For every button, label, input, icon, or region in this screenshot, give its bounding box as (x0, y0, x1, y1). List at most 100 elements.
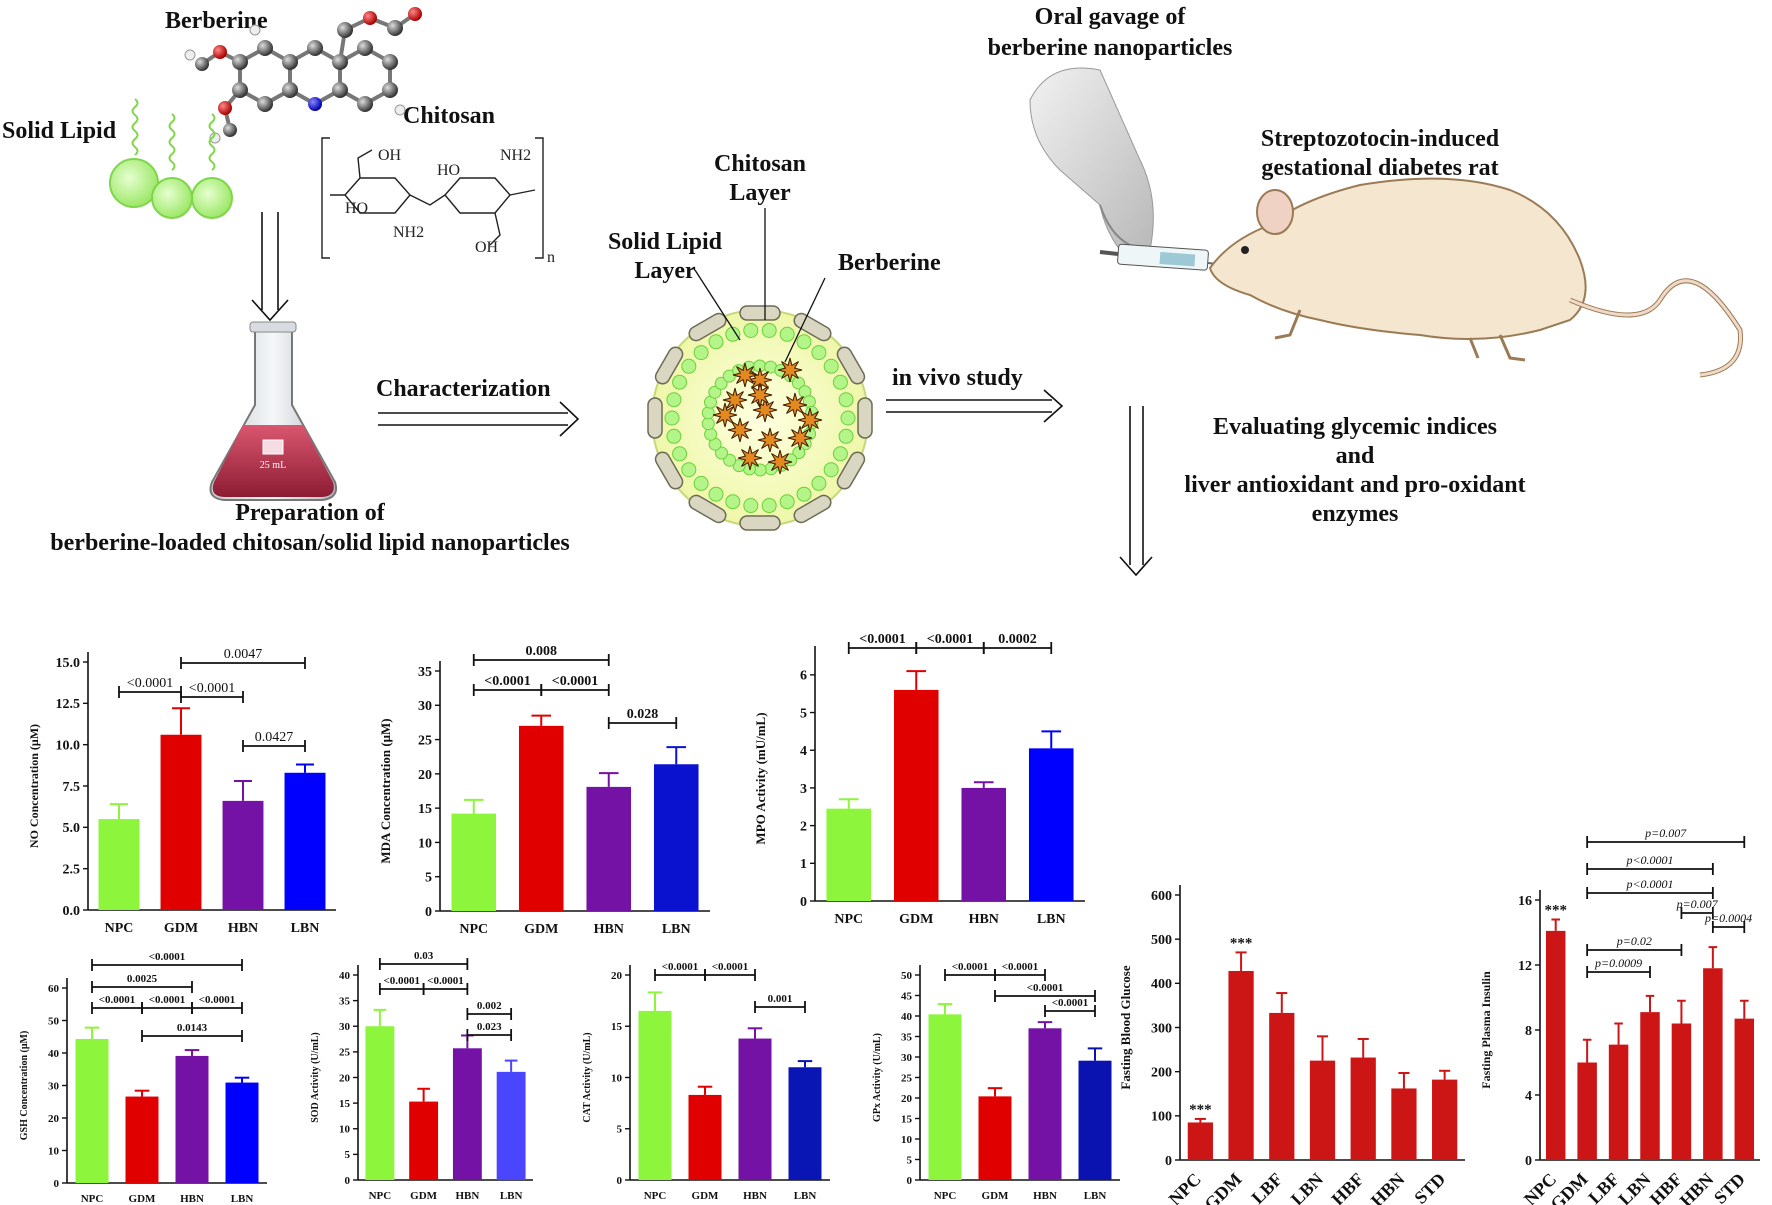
bracket-p-value: p=0.007 (1676, 897, 1719, 911)
significance-bracket: 0.001 (754, 993, 806, 1013)
np-solid-lipid-line-2: Layer (634, 258, 696, 284)
bracket-p-value: 0.0002 (998, 632, 1037, 647)
lipid-head (791, 376, 805, 390)
berberine-star (737, 445, 763, 471)
bracket-p-value: <0.0001 (662, 961, 699, 973)
x-tick-label: HBN (743, 1190, 767, 1202)
y-tick-label: 15 (901, 1113, 913, 1125)
chitosan-segment (739, 305, 781, 321)
y-tick-label: 45 (901, 990, 913, 1002)
bracket-p-value: 0.0047 (224, 647, 263, 662)
lipid-head (708, 334, 724, 350)
chitosan-group-4: NH2 (500, 147, 531, 164)
lipid-head (761, 322, 777, 338)
y-tick-label: 10.0 (56, 739, 81, 754)
y-tick-label: 0 (1525, 1154, 1532, 1169)
lipid-shell (647, 305, 873, 531)
lipid-head (761, 498, 777, 514)
lipid-head (672, 446, 688, 462)
significance-bracket: <0.0001 (141, 994, 193, 1014)
y-axis-label: SOD Activity (U/mL) (310, 1032, 321, 1123)
lipid-head (672, 374, 688, 390)
lipid-head (725, 326, 741, 342)
chitosan-group-6: n (547, 249, 555, 266)
bracket-p-value: <0.0001 (712, 961, 749, 973)
bar-gdm (1228, 970, 1254, 1160)
y-tick-label: 2 (800, 820, 807, 835)
evaluation-line-1: Evaluating glycemic indices (1213, 414, 1497, 440)
chitosan-segment (654, 451, 684, 490)
lipid-head (796, 334, 812, 350)
bracket-p-value: <0.0001 (189, 681, 235, 696)
y-axis-label: GPx Activity (U/mL) (872, 1033, 883, 1122)
chitosan-structure-illustration: HO OH NH2 HO NH2 OH n (321, 137, 555, 266)
bar-hbn (1028, 1028, 1062, 1180)
significance-bracket: 0.0427 (242, 730, 306, 752)
y-tick-label: 15 (339, 1098, 351, 1110)
y-tick-label: 15 (418, 802, 432, 817)
y-tick-label: 20 (418, 768, 432, 783)
y-tick-label: 4 (1525, 1089, 1532, 1104)
y-tick-label: 0 (907, 1175, 913, 1187)
bar-hbn (586, 786, 632, 911)
berberine-star (797, 407, 823, 433)
lipid-head (840, 410, 856, 426)
lipid-head (681, 358, 697, 374)
y-tick-label: 20 (339, 1072, 351, 1084)
x-tick-label: NPC (644, 1190, 667, 1202)
y-tick-label: 300 (1151, 1021, 1172, 1036)
bracket-p-value: <0.0001 (484, 674, 530, 689)
significance-bracket: p=0.02 (1586, 934, 1683, 956)
x-tick-label: NPC (369, 1190, 392, 1202)
significance-bracket: <0.0001 (91, 951, 243, 971)
bar-hbn (1391, 1088, 1417, 1160)
significance-bracket: <0.0001 (472, 674, 543, 696)
rat-label: Streptozotocin-induced gestational diabe… (1230, 125, 1530, 183)
y-tick-label: 2.5 (63, 863, 81, 878)
significance-bracket: <0.0001 (378, 975, 425, 995)
bracket-p-value: p=0.0009 (1594, 956, 1642, 970)
y-tick-label: 10 (48, 1145, 60, 1157)
chitosan-segment (654, 346, 684, 385)
gavage-line-2: berberine nanoparticles (987, 35, 1233, 61)
y-tick-label: 0 (425, 905, 432, 920)
y-tick-label: 10 (901, 1134, 913, 1146)
x-tick-label: HBN (594, 922, 624, 937)
x-tick-label: NPC (105, 921, 134, 936)
bracket-p-value: <0.0001 (1002, 961, 1039, 973)
bar-lbf (1608, 1044, 1629, 1160)
y-tick-label: 0 (345, 1175, 351, 1187)
significance-bracket: <0.0001 (118, 676, 182, 698)
chitosan-segment (793, 312, 832, 342)
y-tick-label: 200 (1151, 1066, 1172, 1081)
bar-npc (451, 813, 497, 911)
x-tick-label: LBN (500, 1190, 523, 1202)
significance-bracket: 0.0143 (141, 1022, 243, 1042)
lipid-head (701, 417, 715, 431)
chitosan-segment (857, 397, 873, 439)
bar-lbn (788, 1067, 822, 1180)
x-tick-label: HBF (1327, 1169, 1367, 1205)
chitosan-segment (688, 494, 727, 524)
lipid-head (714, 376, 728, 390)
y-tick-label: 0 (1165, 1154, 1172, 1169)
bar-lbn (496, 1071, 526, 1180)
lipid-head (823, 462, 839, 478)
lipid-head (693, 475, 709, 491)
bar-hbf (1671, 1023, 1692, 1160)
bracket-p-value: <0.0001 (427, 975, 464, 987)
y-tick-label: 35 (418, 665, 432, 680)
chitosan-group-3: HO (437, 162, 460, 179)
significance-bracket: <0.0001 (180, 681, 244, 703)
significance-bracket: 0.008 (472, 644, 610, 666)
np-solid-lipid-label: Solid Lipid Layer (600, 228, 730, 286)
significance-bracket: <0.0001 (994, 982, 1096, 1002)
berberine-star (787, 425, 813, 451)
y-tick-label: 5 (907, 1154, 913, 1166)
y-tick-label: 7.5 (63, 780, 81, 795)
x-tick-label: HBN (180, 1193, 204, 1205)
chitosan-segment (836, 346, 866, 385)
bracket-p-value: 0.028 (627, 707, 659, 722)
